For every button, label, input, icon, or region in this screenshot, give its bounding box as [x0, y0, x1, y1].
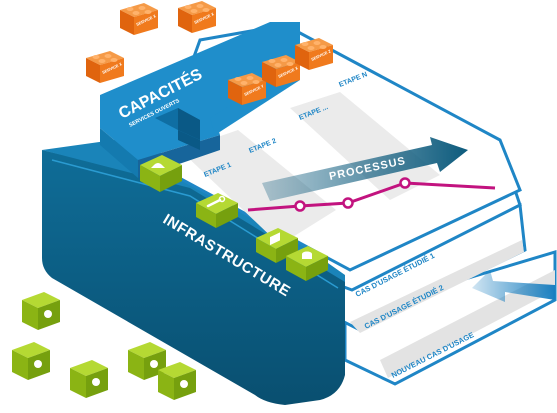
- service-brick-4: SERVICE Y: [228, 73, 266, 105]
- loose-module-2: [12, 342, 50, 380]
- platform-module-server: [256, 228, 298, 263]
- process-point-1: [294, 200, 306, 212]
- platform-module-database: [286, 246, 328, 281]
- process-line: [247, 177, 496, 212]
- process-arrow: [262, 137, 468, 201]
- process-point-3: [399, 177, 411, 189]
- loose-module-5: [158, 362, 196, 400]
- server-icon: [34, 360, 42, 368]
- service-brick-6: SERVICE Z: [295, 38, 333, 70]
- server-icon: [150, 360, 158, 368]
- server-icon: [270, 232, 280, 246]
- service-brick-5: SERVICE X: [262, 55, 300, 87]
- wrench-icon: [92, 378, 100, 386]
- service-brick-3: SERVICE X: [86, 51, 124, 83]
- platform-module-wrench: [196, 193, 238, 228]
- available-modules: [12, 292, 196, 400]
- process-point-2: [342, 197, 354, 209]
- capacities-blocks: [155, 108, 200, 150]
- loose-module-1: [22, 292, 60, 330]
- wrench-icon: [206, 198, 222, 208]
- service-brick-2: SERVICE X: [178, 1, 216, 33]
- hat-icon: [151, 163, 165, 168]
- platform-module-hat: [140, 155, 182, 192]
- new-use-case-arrow: [472, 270, 555, 302]
- service-brick-1: SERVICE X: [120, 3, 158, 35]
- hat-icon: [44, 310, 52, 318]
- wrench-icon: [180, 380, 188, 388]
- loose-module-3: [70, 360, 108, 398]
